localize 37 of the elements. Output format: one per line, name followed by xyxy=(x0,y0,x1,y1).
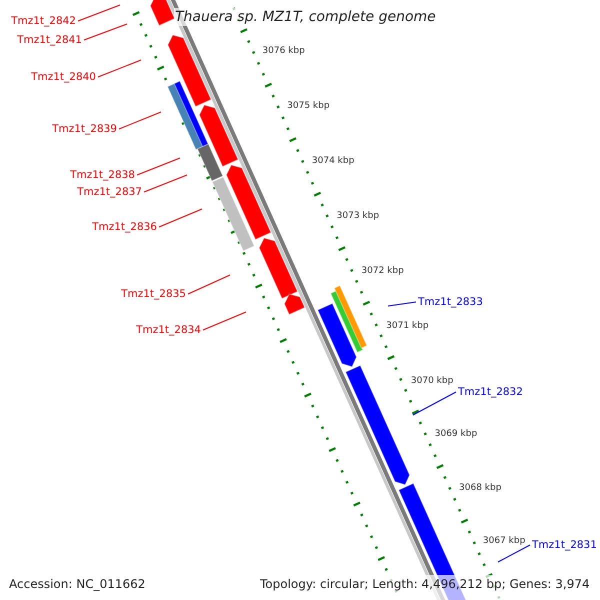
gene-label: Tmz1t_2837 xyxy=(77,185,142,199)
position-label: 3076 kbp xyxy=(262,46,305,57)
leader-line xyxy=(136,158,180,176)
leader-line xyxy=(498,544,530,562)
gene-label: Tmz1t_2840 xyxy=(31,70,96,84)
map-title: Thauera sp. MZ1T, complete genome xyxy=(174,8,437,26)
leader-line xyxy=(118,112,162,130)
leader-line xyxy=(144,174,188,192)
position-label: 3073 kbp xyxy=(336,211,380,222)
leader-line xyxy=(158,208,202,228)
position-label: 3068 kbp xyxy=(459,483,502,494)
leader-line xyxy=(188,274,230,294)
position-label: 3075 kbp xyxy=(287,101,330,112)
accession-text: Accession: NC_011662 xyxy=(9,576,146,592)
genome-stats-text: Topology: circular; Length: 4,496,212 bp; Genes: 3,974 xyxy=(260,576,590,592)
leader-line xyxy=(98,60,142,78)
gene-label: Tmz1t_2841 xyxy=(17,33,82,47)
position-label: 3067 kbp xyxy=(482,536,526,547)
position-label: 3071 kbp xyxy=(386,321,429,332)
gene-label: Tmz1t_2836 xyxy=(92,220,157,234)
gene-label: Tmz1t_2839 xyxy=(52,122,117,136)
gene-label: Tmz1t_2833 xyxy=(418,295,483,309)
position-label: 3072 kbp xyxy=(361,266,404,277)
leader-line xyxy=(202,312,246,330)
gene-label: Tmz1t_2832 xyxy=(458,385,523,399)
leader-line xyxy=(388,302,416,306)
position-label: 3069 kbp xyxy=(434,429,478,440)
gene-label: Tmz1t_2842 xyxy=(11,14,76,28)
gene-label: Tmz1t_2838 xyxy=(70,168,135,182)
position-label: 3074 kbp xyxy=(312,156,354,167)
gene-label: Tmz1t_2834 xyxy=(136,323,201,337)
position-label: 3070 kbp xyxy=(410,376,454,387)
gene-label: Tmz1t_2835 xyxy=(121,287,186,301)
leader-line xyxy=(84,24,128,40)
leader-line xyxy=(78,4,120,22)
gene-label: Tmz1t_2831 xyxy=(532,538,597,552)
leader-line xyxy=(412,392,456,416)
